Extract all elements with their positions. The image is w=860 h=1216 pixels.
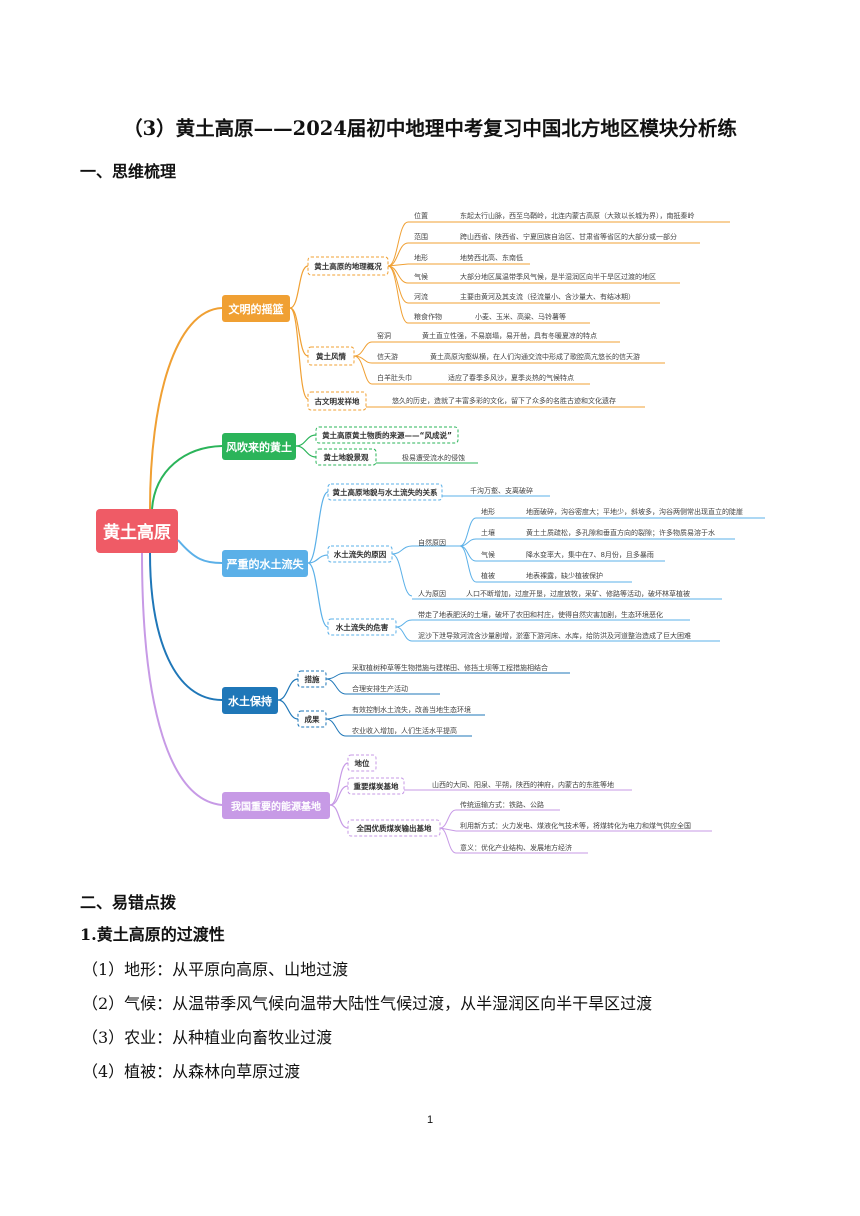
sub-erosion-harm: 水土流失的危害 [336,622,389,632]
geo-key-2: 地形 [414,253,428,262]
sub-measures: 措施 [305,674,320,684]
loess-landform-text: 极易遭受流水的侵蚀 [402,453,465,462]
cause-key-1: 土壤 [481,528,495,537]
transition-line-vegetation: （4）植被：从森林向草原过渡 [82,1062,301,1081]
sub-coal-base: 重要煤炭基地 [354,781,399,791]
sub-landform-erosion: 黄土高原地貌与水土流失的关系 [333,487,438,497]
measure-0: 采取植树种草等生物措施与建梯田、修挡土坝等工程措施相结合 [352,663,548,672]
geo-val-1: 跨山西省、陕西省、宁夏回族自治区、甘肃省等省区的大部分或一部分 [460,232,677,241]
page-title: （3）黄土高原——2024届初中地理中考复习中国北方地区模块分析练 [123,117,737,140]
coal-base-text: 山西的大同、阳泉、平朔，陕西的神府，内蒙古的东胜等地 [432,780,614,789]
cause-val-2: 降水变率大，集中在7、8月份，且多暴雨 [526,550,654,559]
harm-1: 泥沙下泄导致河流含沙量剧增，淤塞下游河床、水库，给防洪及河道整治造成了巨大困难 [418,631,691,640]
sub-loess-customs: 黄土风情 [316,351,346,361]
mind-map: 黄土高原 文明的摇篮 黄土高原的地理概况 [96,211,765,854]
branch-soil-conservation: 水土保持 措施 成果 采取植树种草等生物措施与建梯田、修挡土坝等工程措施相结合 … [222,663,570,737]
cause-key-3: 植被 [481,571,495,580]
export-2: 意义：优化产业结构、发展地方经济 [460,843,572,852]
export-1: 利用新方式：火力发电、煤液化气技术等，将煤转化为电力和煤气供应全国 [460,821,691,830]
branch-energy-base-label: 我国重要的能源基地 [231,800,321,813]
custom-val-2: 适应了春季多风沙，夏季炎热的气候特点 [448,373,574,382]
custom-key-2: 白羊肚头巾 [377,373,412,382]
harm-0: 带走了地表肥沃的土壤，破坏了农田和村庄，使得自然灾害加剧，生态环境恶化 [418,610,663,619]
result-0: 有效控制水土流失，改善当地生态环境 [352,705,471,714]
sub-loess-landform: 黄土地貌景观 [324,452,369,462]
geo-val-2: 地势西北高、东南低 [460,253,523,262]
sub-results: 成果 [305,714,320,724]
geo-val-5: 小麦、玉米、高粱、马铃薯等 [475,312,566,321]
sub-erosion-causes: 水土流失的原因 [334,549,387,559]
geo-val-0: 东起太行山脉，西至乌鞘岭，北连内蒙古高原（大致以长城为界），南抵秦岭 [460,211,695,220]
point-title-transition: 1.黄土高原的过渡性 [80,925,225,944]
sub-geo-overview: 黄土高原的地理概况 [314,261,382,271]
branch-soil-conservation-label: 水土保持 [228,694,272,708]
geo-val-4: 主要由黄河及其支流（径流量小、含沙量大、有结冰期） [460,292,635,301]
custom-key-0: 窑洞 [377,331,391,340]
branch-soil-erosion-label: 严重的水土流失 [226,557,305,571]
geo-key-4: 河流 [414,292,428,301]
cause-val-1: 黄土土质疏松，多孔隙和垂直方向的裂隙；许多物质易溶于水 [526,528,715,537]
cause-val-3: 地表裸露，缺少植被保护 [526,571,603,580]
civilization-text: 悠久的历史，造就了丰富多彩的文化，留下了众多的名胜古迹和文化遗存 [392,396,616,405]
custom-key-1: 信天游 [377,352,398,361]
result-1: 农业收入增加，人们生活水平提高 [352,726,457,735]
human-causes-label: 人为原因 [418,589,446,598]
measure-1: 合理安排生产活动 [352,684,408,693]
transition-line-climate: （2）气候：从温带季风气候向温带大陆性气候过渡，从半湿润区向半干旱区过渡 [82,994,653,1013]
geo-key-1: 范围 [414,232,428,241]
branch-soil-erosion: 严重的水土流失 黄土高原地貌与水土流失的关系 千沟万壑、支离破碎 水土流失的原因 [222,483,765,642]
branch-energy-base: 我国重要的能源基地 地位 重要煤炭基地 山西的大同、阳泉、平朔，陕西的神府，内蒙… [222,754,712,854]
geo-key-5: 粮食作物 [414,312,442,321]
natural-causes-label: 自然原因 [418,538,446,547]
branch-cradle: 文明的摇篮 黄土高原的地理概况 位置 东起太行山脉，西至乌鞘岭，北连内蒙古高原（… [222,211,730,411]
section-heading-mindmap: 一、思维梳理 [80,162,177,181]
page-number: 1 [426,1114,434,1126]
sub-civilization: 古文明发祥地 [315,396,360,406]
root-node: 黄土高原 [96,509,178,553]
section-heading-tips: 二、易错点拨 [80,893,177,912]
export-0: 传统运输方式：铁路、公路 [460,800,544,809]
transition-line-agriculture: （3）农业：从种植业向畜牧业过渡 [82,1028,333,1047]
cause-val-0: 地面破碎，沟谷密度大；平地少，斜坡多，沟谷两侧常出现直立的陡崖 [526,507,743,516]
branch-wind-loess: 风吹来的黄土 黄土高原黄土物质的来源——“风成说” 黄土地貌景观 极易遭受流水的… [222,426,478,466]
custom-val-1: 黄土高原沟壑纵横，在人们沟通交流中形成了歌腔高亢悠长的信天游 [430,352,640,361]
human-causes-text: 人口不断增加，过度开垦，过度放牧，采矿、修路等活动，破坏林草植被 [466,589,690,598]
custom-val-0: 黄土直立性强，不易崩塌，易开凿，具有冬暖夏凉的特点 [422,331,597,340]
cause-key-0: 地形 [481,507,495,516]
cause-key-2: 气候 [481,550,495,559]
landform-erosion-text: 千沟万壑、支离破碎 [470,486,533,495]
branch-cradle-label: 文明的摇篮 [229,302,284,316]
geo-val-3: 大部分地区属温带季风气候，是半湿润区向半干旱区过渡的地区 [460,272,656,281]
branch-wind-loess-label: 风吹来的黄土 [226,440,292,454]
sub-loess-origin: 黄土高原黄土物质的来源——“风成说” [322,430,452,440]
transition-line-terrain: （1）地形：从平原向高原、山地过渡 [82,960,349,979]
geo-key-3: 气候 [414,272,428,281]
sub-status: 地位 [355,758,370,768]
root-node-label: 黄土高原 [103,522,171,543]
geo-key-0: 位置 [414,211,428,220]
sub-coal-export: 全国优质煤炭输出基地 [356,823,432,833]
